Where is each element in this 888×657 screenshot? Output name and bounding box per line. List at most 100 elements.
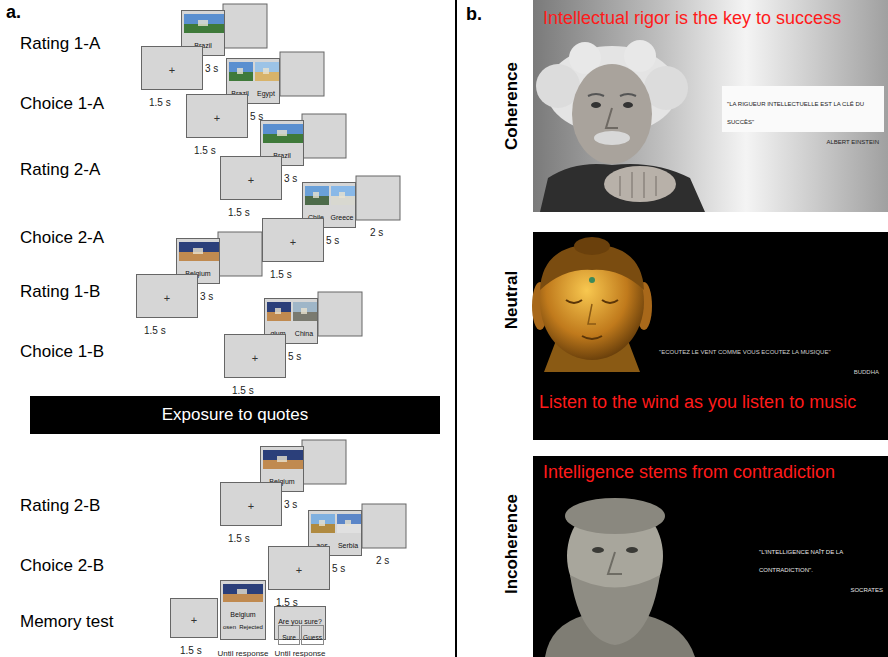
text-slot: "L'INTELLIGENCE NAÎT DE LA CONTRADICTION… bbox=[759, 540, 883, 576]
text-slot: ALBERT EINSTEIN bbox=[727, 130, 879, 148]
country-name: China bbox=[295, 330, 313, 337]
quote-translation: Intelligence stems from contradiction bbox=[543, 462, 835, 482]
text-slot: Choice 2-A bbox=[20, 228, 104, 248]
quote-text: "LA RIGUEUR INTELLECTUELLE EST LA CLÉ DU… bbox=[727, 101, 864, 125]
text-slot: 2 s bbox=[370, 222, 383, 240]
panel-divider bbox=[455, 0, 457, 657]
text-slot: Until response bbox=[215, 642, 271, 657]
fixation-cross: + bbox=[214, 112, 220, 124]
text-slot: Sure bbox=[278, 625, 300, 645]
fixation-screen: + bbox=[262, 218, 324, 262]
text-slot: 1.5 s bbox=[180, 640, 202, 657]
quote-author: BUDDHA bbox=[854, 369, 879, 375]
photo-thumbnail bbox=[229, 62, 253, 81]
text-slot: Rating 1-B bbox=[20, 282, 100, 302]
duration-label: 1.5 s bbox=[228, 533, 250, 544]
photo-thumbnail bbox=[331, 186, 355, 205]
text-slot: Belgium bbox=[221, 603, 265, 621]
duration-label: 3 s bbox=[284, 173, 297, 184]
quote-panel: Intelligence stems from contradiction "L'… bbox=[533, 456, 888, 657]
row-label: Choice 1-A bbox=[20, 94, 104, 113]
row-label: Choice 2-A bbox=[20, 228, 104, 247]
fixation-cross: + bbox=[248, 500, 254, 512]
duration-label: 1.5 s bbox=[270, 269, 292, 280]
duration-label: 2 s bbox=[376, 555, 389, 566]
country-name: Belgium bbox=[230, 611, 255, 618]
duration-label: 3 s bbox=[284, 499, 297, 510]
quote-panel: Intellectual rigor is the key to success… bbox=[533, 0, 888, 212]
exposure-band: Exposure to quotes bbox=[30, 396, 440, 434]
photo-thumbnail bbox=[311, 514, 335, 533]
fixation-cross: + bbox=[252, 352, 258, 364]
confidence-question: Are you sure? bbox=[278, 618, 322, 625]
fixation-cross: + bbox=[164, 292, 170, 304]
text-slot: Guess bbox=[301, 625, 324, 645]
row-label: Rating 2-B bbox=[20, 496, 100, 515]
text-slot: Rating 2-B bbox=[20, 496, 100, 516]
photo-thumbnail bbox=[184, 14, 224, 33]
text-slot: Choice 2-B bbox=[20, 556, 104, 576]
text-slot: b. bbox=[466, 4, 482, 26]
quote-translation: Intellectual rigor is the key to success bbox=[543, 8, 841, 28]
confidence-screen: Are you sure?SureGuess bbox=[274, 606, 326, 640]
duration-label: 1.5 s bbox=[180, 645, 202, 656]
duration-label: 1.5 s bbox=[232, 385, 254, 396]
fixation-cross: + bbox=[296, 564, 302, 576]
duration-label: 5 s bbox=[288, 351, 301, 362]
text-slot: 1.5 s bbox=[194, 140, 216, 158]
text-slot: + bbox=[187, 108, 247, 126]
text-slot: Greece bbox=[329, 206, 355, 224]
fixation-screen: + bbox=[220, 156, 282, 200]
fixation-screen: + bbox=[268, 546, 330, 590]
quote-panel: "ECOUTEZ LE VENT COMME VOUS ECOUTEZ LA M… bbox=[533, 232, 888, 440]
duration-label: 1.5 s bbox=[228, 207, 250, 218]
response-option: osen bbox=[223, 624, 236, 630]
row-label: Rating 1-A bbox=[20, 34, 100, 53]
photo-thumbnail bbox=[263, 450, 303, 469]
duration-label: 3 s bbox=[205, 63, 218, 74]
text-slot: 5 s bbox=[288, 346, 301, 364]
text-slot: 2 s bbox=[376, 550, 389, 568]
photo-thumbnail bbox=[263, 124, 303, 143]
text-slot: Choice 1-B bbox=[20, 342, 104, 362]
text-slot: Coherence bbox=[502, 62, 522, 150]
country-name: Egypt bbox=[257, 90, 275, 97]
photo-thumbnail bbox=[267, 302, 291, 321]
row-label: Choice 2-B bbox=[20, 556, 104, 575]
text-slot: 1.5 s bbox=[144, 320, 166, 338]
text-slot: 3 s bbox=[284, 494, 297, 512]
text-slot: 1.5 s bbox=[270, 264, 292, 282]
text-slot: 5 s bbox=[332, 558, 345, 576]
text-slot: Rating 2-A bbox=[20, 160, 100, 180]
fixation-cross: + bbox=[290, 236, 296, 248]
buddha-picture bbox=[532, 232, 888, 440]
text-slot: + bbox=[269, 560, 329, 578]
duration-label: 2 s bbox=[370, 227, 383, 238]
text-slot: 1.5 s bbox=[228, 528, 250, 546]
duration-label: 5 s bbox=[326, 235, 339, 246]
text-slot: a. bbox=[6, 2, 21, 24]
text-slot: Egypt bbox=[253, 82, 279, 100]
row-label: Rating 1-B bbox=[20, 282, 100, 301]
text-slot: Memory test bbox=[20, 612, 114, 632]
text-slot: + bbox=[225, 348, 285, 366]
einstein-picture bbox=[533, 0, 888, 212]
text-slot: Rating 1-A bbox=[20, 34, 100, 54]
text-slot: + bbox=[263, 232, 323, 250]
photo-thumbnail bbox=[179, 242, 219, 261]
condition-label: Incoherence bbox=[502, 494, 521, 594]
socrates-picture bbox=[533, 456, 888, 657]
duration-label: 1.5 s bbox=[144, 325, 166, 336]
fixation-screen: + bbox=[136, 274, 198, 318]
duration-label: 1.5 s bbox=[194, 145, 216, 156]
fixation-screen: + bbox=[170, 598, 218, 638]
text-slot: 3 s bbox=[205, 58, 218, 76]
text-slot: Choice 1-A bbox=[20, 94, 104, 114]
quote-translation: Listen to the wind as you listen to musi… bbox=[539, 392, 856, 412]
text-slot: Incoherence bbox=[502, 494, 522, 594]
fixation-screen: + bbox=[186, 94, 248, 138]
blank-screens bbox=[218, 4, 406, 548]
text-slot: "LA RIGUEUR INTELLECTUELLE EST LA CLÉ DU… bbox=[727, 92, 879, 128]
text-slot: Exposure to quotes bbox=[30, 405, 440, 425]
